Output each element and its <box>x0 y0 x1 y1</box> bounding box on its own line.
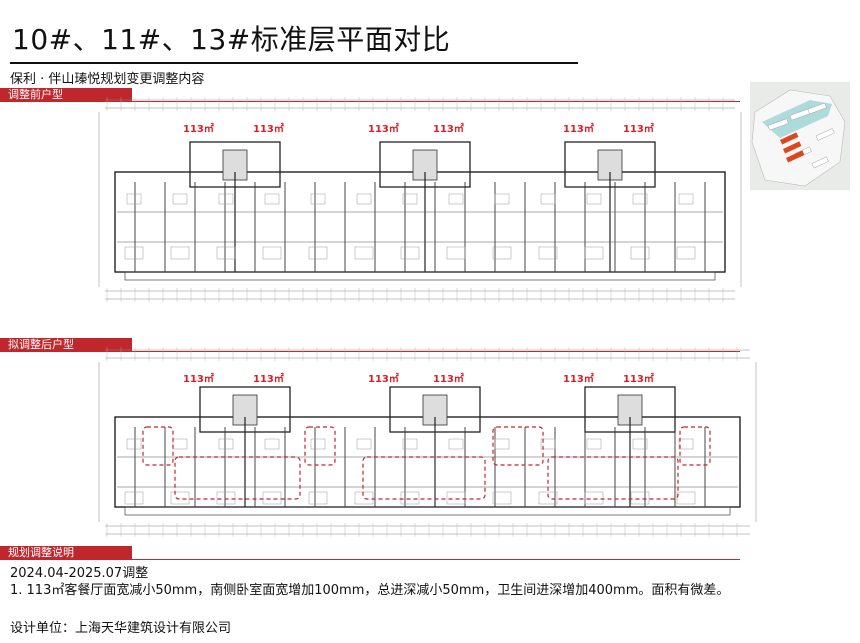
changed-area-highlight <box>304 426 336 466</box>
area-label: 113㎡ <box>433 122 464 135</box>
changed-area-highlight <box>174 456 301 500</box>
section-divider-after <box>0 351 740 352</box>
design-unit: 设计单位：上海天华建筑设计有限公司 <box>10 621 232 636</box>
changed-area-highlight <box>492 426 544 466</box>
notes-block: 2024.04-2025.07调整 1. 113㎡客餐厅面宽减小50mm，南侧卧… <box>10 565 729 599</box>
floor-plan-before: 113㎡ 113㎡ 113㎡ 113㎡ 113㎡ 113㎡ <box>98 97 742 302</box>
area-label: 113㎡ <box>563 372 594 385</box>
plan-linework <box>98 347 757 537</box>
section-divider-before <box>0 101 740 102</box>
area-label: 113㎡ <box>183 372 214 385</box>
site-key-plan <box>750 82 850 190</box>
changed-area-highlight <box>547 456 679 500</box>
area-label: 113㎡ <box>368 122 399 135</box>
page-title: 10#、11#、13#标准层平面对比 <box>12 23 451 56</box>
section-label-after: 拟调整后户型 <box>0 338 132 352</box>
floor-plan-after: 113㎡ 113㎡ 113㎡ 113㎡ 113㎡ 113㎡ <box>98 347 757 537</box>
project-subtitle: 保利 · 伴山瑧悦规划变更调整内容 <box>10 72 205 87</box>
area-label: 113㎡ <box>433 372 464 385</box>
area-label: 113㎡ <box>253 122 284 135</box>
notes-item-1: 1. 113㎡客餐厅面宽减小50mm，南侧卧室面宽增加100mm，总进深减小50… <box>10 583 730 598</box>
notes-period: 2024.04-2025.07调整 <box>10 566 149 581</box>
title-divider <box>10 62 578 64</box>
plan-linework <box>98 97 742 302</box>
section-label-before: 调整前户型 <box>0 88 132 102</box>
changed-area-highlight <box>679 426 711 466</box>
section-label-notes: 规划调整说明 <box>0 546 132 560</box>
area-label: 113㎡ <box>563 122 594 135</box>
changed-area-highlight <box>142 426 174 466</box>
changed-area-highlight <box>362 456 486 500</box>
area-label: 113㎡ <box>253 372 284 385</box>
area-label: 113㎡ <box>368 372 399 385</box>
area-label: 113㎡ <box>623 122 654 135</box>
section-divider-notes <box>0 559 740 560</box>
area-label: 113㎡ <box>623 372 654 385</box>
area-label: 113㎡ <box>183 122 214 135</box>
